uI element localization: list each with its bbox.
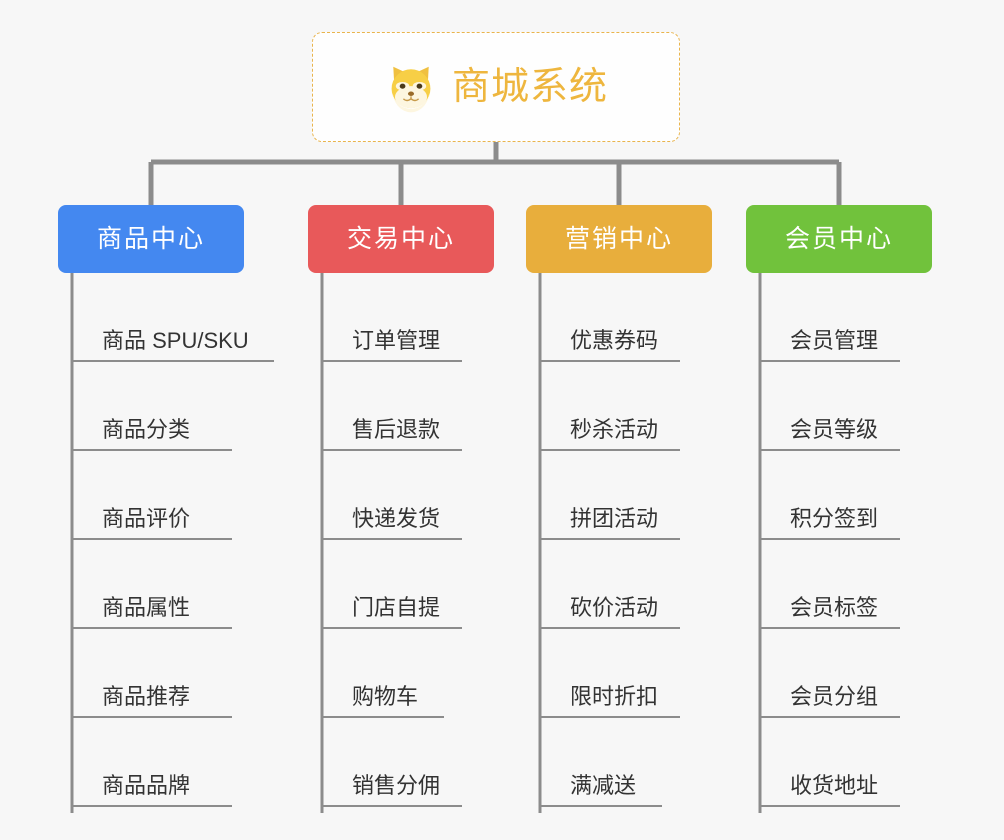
- leaf-item-underline: [72, 538, 232, 540]
- leaf-column-0: 商品 SPU/SKU 商品分类商品评价商品属性商品推荐商品品牌: [58, 273, 288, 807]
- leaf-item-underline: [540, 627, 680, 629]
- leaf-item[interactable]: 优惠券码: [526, 273, 756, 362]
- leaf-item[interactable]: 快递发货: [308, 451, 538, 540]
- category-label-0: 商品中心: [96, 224, 205, 253]
- leaf-item-underline: [760, 716, 900, 718]
- category-box-1[interactable]: 交易中心: [308, 205, 494, 273]
- category-label-3: 会员中心: [784, 224, 893, 253]
- leaf-item[interactable]: 商品 SPU/SKU: [58, 273, 288, 362]
- root-title: 商城系统: [451, 66, 608, 108]
- leaf-item-label: 门店自提: [352, 595, 441, 620]
- leaf-item-label: 购物车: [352, 684, 419, 709]
- leaf-item[interactable]: 会员标签: [746, 540, 976, 629]
- leaf-item[interactable]: 会员管理: [746, 273, 976, 362]
- leaf-item-underline: [760, 360, 900, 362]
- leaf-item-label: 限时折扣: [570, 684, 659, 709]
- leaf-column-1: 订单管理售后退款快递发货门店自提购物车销售分佣: [308, 273, 538, 807]
- leaf-item-label: 订单管理: [352, 328, 441, 353]
- shiba-dog-icon: [391, 66, 431, 113]
- leaf-item[interactable]: 商品评价: [58, 451, 288, 540]
- category-box-2[interactable]: 营销中心: [526, 205, 712, 273]
- leaf-item-underline: [760, 449, 900, 451]
- leaf-item-label: 售后退款: [352, 417, 441, 442]
- leaf-item-label: 会员分组: [790, 684, 879, 709]
- leaf-item-label: 商品品牌: [102, 773, 191, 798]
- leaf-item-underline: [760, 538, 900, 540]
- leaf-item-label: 会员标签: [790, 595, 879, 620]
- leaf-item-label: 商品 SPU/SKU: [102, 328, 249, 353]
- leaf-item-underline: [72, 805, 232, 807]
- leaf-item-label: 收货地址: [790, 773, 879, 798]
- leaf-item-underline: [322, 805, 462, 807]
- leaf-item[interactable]: 商品推荐: [58, 629, 288, 718]
- category-label-1: 交易中心: [346, 224, 455, 253]
- leaf-item-underline: [760, 805, 900, 807]
- leaf-item-underline: [322, 627, 462, 629]
- leaf-item-label: 商品属性: [102, 595, 191, 620]
- leaf-item[interactable]: 拼团活动: [526, 451, 756, 540]
- leaf-item-underline: [72, 627, 232, 629]
- leaf-item[interactable]: 售后退款: [308, 362, 538, 451]
- category-box-3[interactable]: 会员中心: [746, 205, 932, 273]
- leaf-item-label: 优惠券码: [570, 328, 659, 353]
- leaf-item[interactable]: 商品品牌: [58, 718, 288, 807]
- leaf-item-underline: [72, 360, 274, 362]
- leaf-column-3: 会员管理会员等级积分签到会员标签会员分组收货地址: [746, 273, 976, 807]
- leaf-item-underline: [322, 538, 462, 540]
- leaf-item-label: 满减送: [570, 773, 637, 798]
- leaf-item-label: 会员等级: [790, 417, 879, 442]
- leaf-item-label: 商品分类: [102, 417, 191, 442]
- leaf-item-underline: [72, 449, 232, 451]
- leaf-item[interactable]: 会员分组: [746, 629, 976, 718]
- leaf-item[interactable]: 销售分佣: [308, 718, 538, 807]
- leaf-item[interactable]: 会员等级: [746, 362, 976, 451]
- leaf-item-label: 拼团活动: [570, 506, 659, 531]
- leaf-item-underline: [322, 360, 462, 362]
- leaf-item[interactable]: 收货地址: [746, 718, 976, 807]
- leaf-item-underline: [760, 627, 900, 629]
- leaf-item[interactable]: 秒杀活动: [526, 362, 756, 451]
- leaf-item-underline: [540, 449, 680, 451]
- category-label-2: 营销中心: [564, 224, 673, 253]
- leaf-item[interactable]: 商品分类: [58, 362, 288, 451]
- leaf-item-underline: [72, 716, 232, 718]
- root-node[interactable]: 商城系统: [312, 32, 680, 142]
- leaf-item-label: 快递发货: [352, 506, 441, 531]
- category-box-0[interactable]: 商品中心: [58, 205, 244, 273]
- leaf-item-label: 商品评价: [102, 506, 191, 531]
- leaf-item-label: 会员管理: [790, 328, 879, 353]
- leaf-item-underline: [540, 360, 680, 362]
- leaf-item-label: 销售分佣: [352, 773, 441, 798]
- leaf-item[interactable]: 门店自提: [308, 540, 538, 629]
- leaf-item[interactable]: 限时折扣: [526, 629, 756, 718]
- leaf-item[interactable]: 满减送: [526, 718, 756, 807]
- leaf-item-label: 秒杀活动: [570, 417, 659, 442]
- leaf-item[interactable]: 购物车: [308, 629, 538, 718]
- leaf-item-label: 积分签到: [790, 506, 879, 531]
- leaf-item-underline: [322, 449, 462, 451]
- leaf-column-2: 优惠券码秒杀活动拼团活动砍价活动限时折扣满减送: [526, 273, 756, 807]
- leaf-item[interactable]: 积分签到: [746, 451, 976, 540]
- leaf-item-underline: [540, 805, 662, 807]
- leaf-item-label: 砍价活动: [570, 595, 659, 620]
- leaf-item[interactable]: 商品属性: [58, 540, 288, 629]
- leaf-item[interactable]: 砍价活动: [526, 540, 756, 629]
- leaf-item-underline: [540, 716, 680, 718]
- leaf-item-underline: [540, 538, 680, 540]
- leaf-item-label: 商品推荐: [102, 684, 191, 709]
- leaf-item[interactable]: 订单管理: [308, 273, 538, 362]
- leaf-item-underline: [322, 716, 444, 718]
